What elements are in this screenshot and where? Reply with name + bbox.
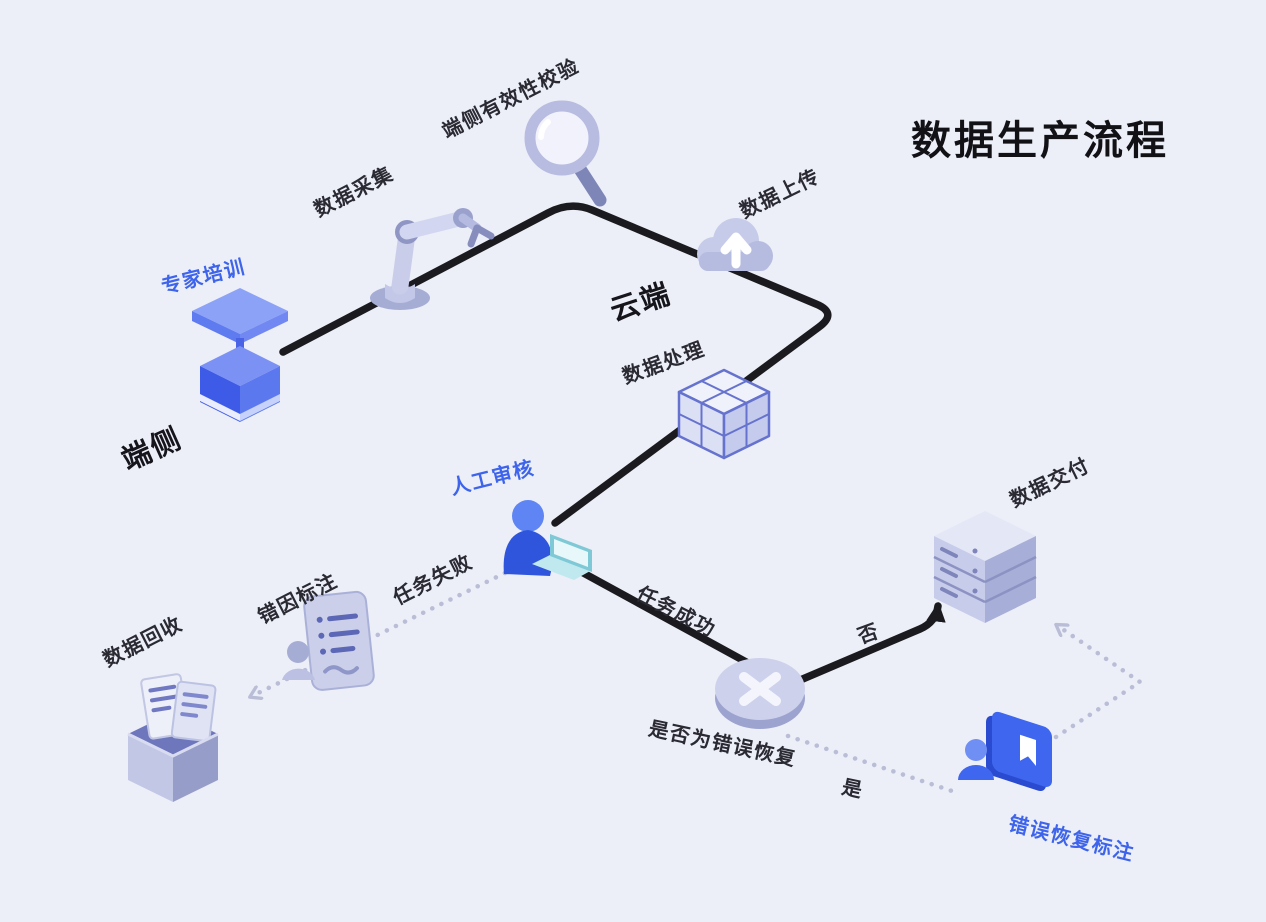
main-flow-lines xyxy=(279,202,946,685)
recycle-box-icon xyxy=(127,673,219,802)
person-laptop-icon xyxy=(503,500,592,580)
robot-arm-icon xyxy=(370,208,495,310)
edge-no-line xyxy=(794,602,946,685)
podium-icon xyxy=(192,288,288,422)
magnifier-icon xyxy=(524,100,607,207)
cube-icon xyxy=(677,368,771,460)
server-icon xyxy=(933,511,1037,623)
page-title: 数据生产流程 xyxy=(911,119,1169,163)
document-person-icon xyxy=(282,590,375,691)
edge-recovery-return-line xyxy=(1053,626,1145,740)
edge-yes-line xyxy=(785,733,955,794)
cloud-upload-icon xyxy=(697,218,773,271)
book-person-icon xyxy=(958,711,1052,792)
decision-x-icon xyxy=(715,658,805,729)
